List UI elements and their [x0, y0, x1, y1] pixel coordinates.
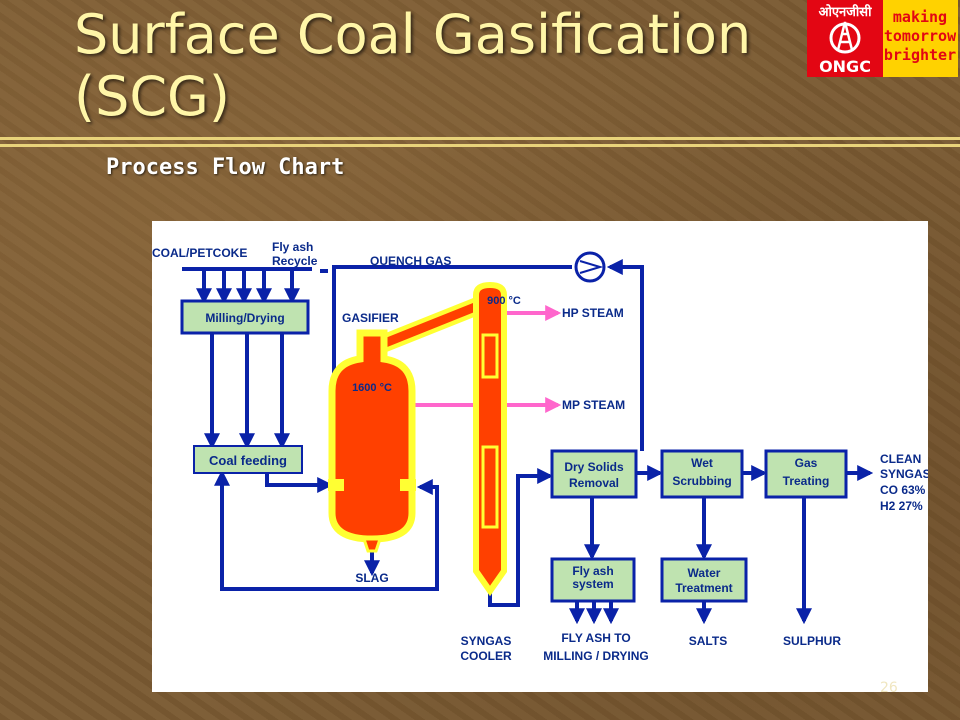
fly-ash-system-box	[550, 557, 636, 603]
logo-tagline-1: making	[893, 8, 947, 26]
label-milling: Milling/Drying	[205, 311, 284, 325]
logo-brand: ONGC	[819, 57, 871, 76]
label-fly-ash-1: Fly ash	[272, 240, 313, 254]
label-clean-1: CLEAN	[880, 452, 921, 466]
label-fly-ash-2: Recycle	[272, 254, 318, 268]
label-dry-solids-2: Removal	[569, 476, 619, 490]
slide-title-line-1: Surface Coal Gasification	[74, 3, 752, 66]
process-flow-svg: COAL/PETCOKE Fly ash Recycle QUENCH GAS …	[152, 240, 928, 663]
milling-drying-box	[180, 299, 310, 335]
coal-feeding-box	[193, 445, 303, 474]
dry-solids-box	[550, 449, 638, 499]
label-gas-1: Gas	[795, 456, 818, 470]
label-fly-out-2: MILLING / DRYING	[543, 649, 649, 663]
syngas-cooler-body	[473, 281, 507, 597]
slide-title: Surface Coal Gasification (SCG)	[74, 4, 751, 128]
label-syngas-1: SYNGAS	[461, 634, 512, 648]
label-wet-2: Scrubbing	[672, 474, 731, 488]
logo-tagline-2: tomorrow	[884, 27, 957, 45]
fly-ash-stub	[320, 269, 328, 273]
logo-hindi-text: ओएनजीसी	[819, 4, 873, 20]
label-salts: SALTS	[689, 634, 727, 648]
label-hp-steam: HP STEAM	[562, 306, 624, 320]
label-coal: COAL/PETCOKE	[152, 246, 247, 260]
label-quench-gas: QUENCH GAS	[370, 254, 451, 268]
diagram-labels: COAL/PETCOKE Fly ash Recycle QUENCH GAS …	[152, 240, 928, 663]
feed-loop-left	[214, 469, 282, 591]
gasifier-body	[328, 329, 416, 543]
cooler-coil-upper	[481, 333, 499, 379]
gasifier-burner-left	[328, 479, 344, 491]
label-water-1: Water	[688, 566, 721, 580]
label-clean-3: CO 63%	[880, 483, 926, 497]
label-gasifier-temp: 1600 °C	[352, 382, 392, 394]
gas-treating-box	[764, 449, 848, 499]
label-flyash-sys-1: Fly ash	[572, 564, 613, 578]
wet-scrubbing-box	[660, 449, 744, 499]
label-clean-2: SYNGAS	[880, 467, 928, 481]
process-flow-diagram: COAL/PETCOKE Fly ash Recycle QUENCH GAS …	[152, 221, 928, 692]
flow-lines	[182, 259, 874, 625]
slide-subtitle: Process Flow Chart	[106, 155, 345, 180]
logo-red-panel	[807, 0, 883, 77]
oil-rig-icon	[836, 21, 854, 51]
label-gas-2: Treating	[783, 474, 830, 488]
water-treatment-box	[660, 557, 748, 603]
gasifier-burner-right	[400, 479, 416, 491]
label-gasifier: GASIFIER	[342, 311, 399, 325]
label-flyash-sys-2: system	[572, 577, 613, 591]
process-boxes	[180, 299, 848, 603]
label-syngas-2: COOLER	[460, 649, 512, 663]
label-slag: SLAG	[355, 571, 388, 585]
label-sulphur: SULPHUR	[783, 634, 841, 648]
label-fly-out-1: FLY ASH TO	[561, 631, 630, 645]
gasifier-vessel	[328, 329, 416, 553]
feed-to-gasifier	[265, 473, 334, 493]
cooler-coil-lower	[481, 445, 499, 529]
feed-loop-right	[282, 479, 439, 591]
label-cooler-temp: 900 °C	[487, 295, 521, 307]
label-coal-feeding: Coal feeding	[209, 453, 287, 468]
title-rule-bottom	[0, 144, 960, 147]
recycle-to-compressor	[606, 259, 644, 451]
ongc-logo: ओएनजीसी ONGC making tomorrow brighter	[807, 0, 958, 77]
compressor-icon	[574, 251, 606, 283]
transfer-duct	[368, 296, 492, 354]
label-mp-steam: MP STEAM	[562, 398, 625, 412]
label-dry-solids-1: Dry Solids	[564, 460, 624, 474]
syngas-cooler	[473, 281, 507, 597]
slide-number: 26	[880, 680, 898, 696]
slide-title-line-2: (SCG)	[74, 65, 230, 128]
label-water-2: Treatment	[675, 581, 732, 595]
compressor	[574, 251, 606, 283]
logo-tagline-3: brighter	[884, 46, 956, 64]
label-clean-4: H2 27%	[880, 499, 923, 513]
label-wet-1: Wet	[691, 456, 713, 470]
title-rule-top	[0, 137, 960, 140]
